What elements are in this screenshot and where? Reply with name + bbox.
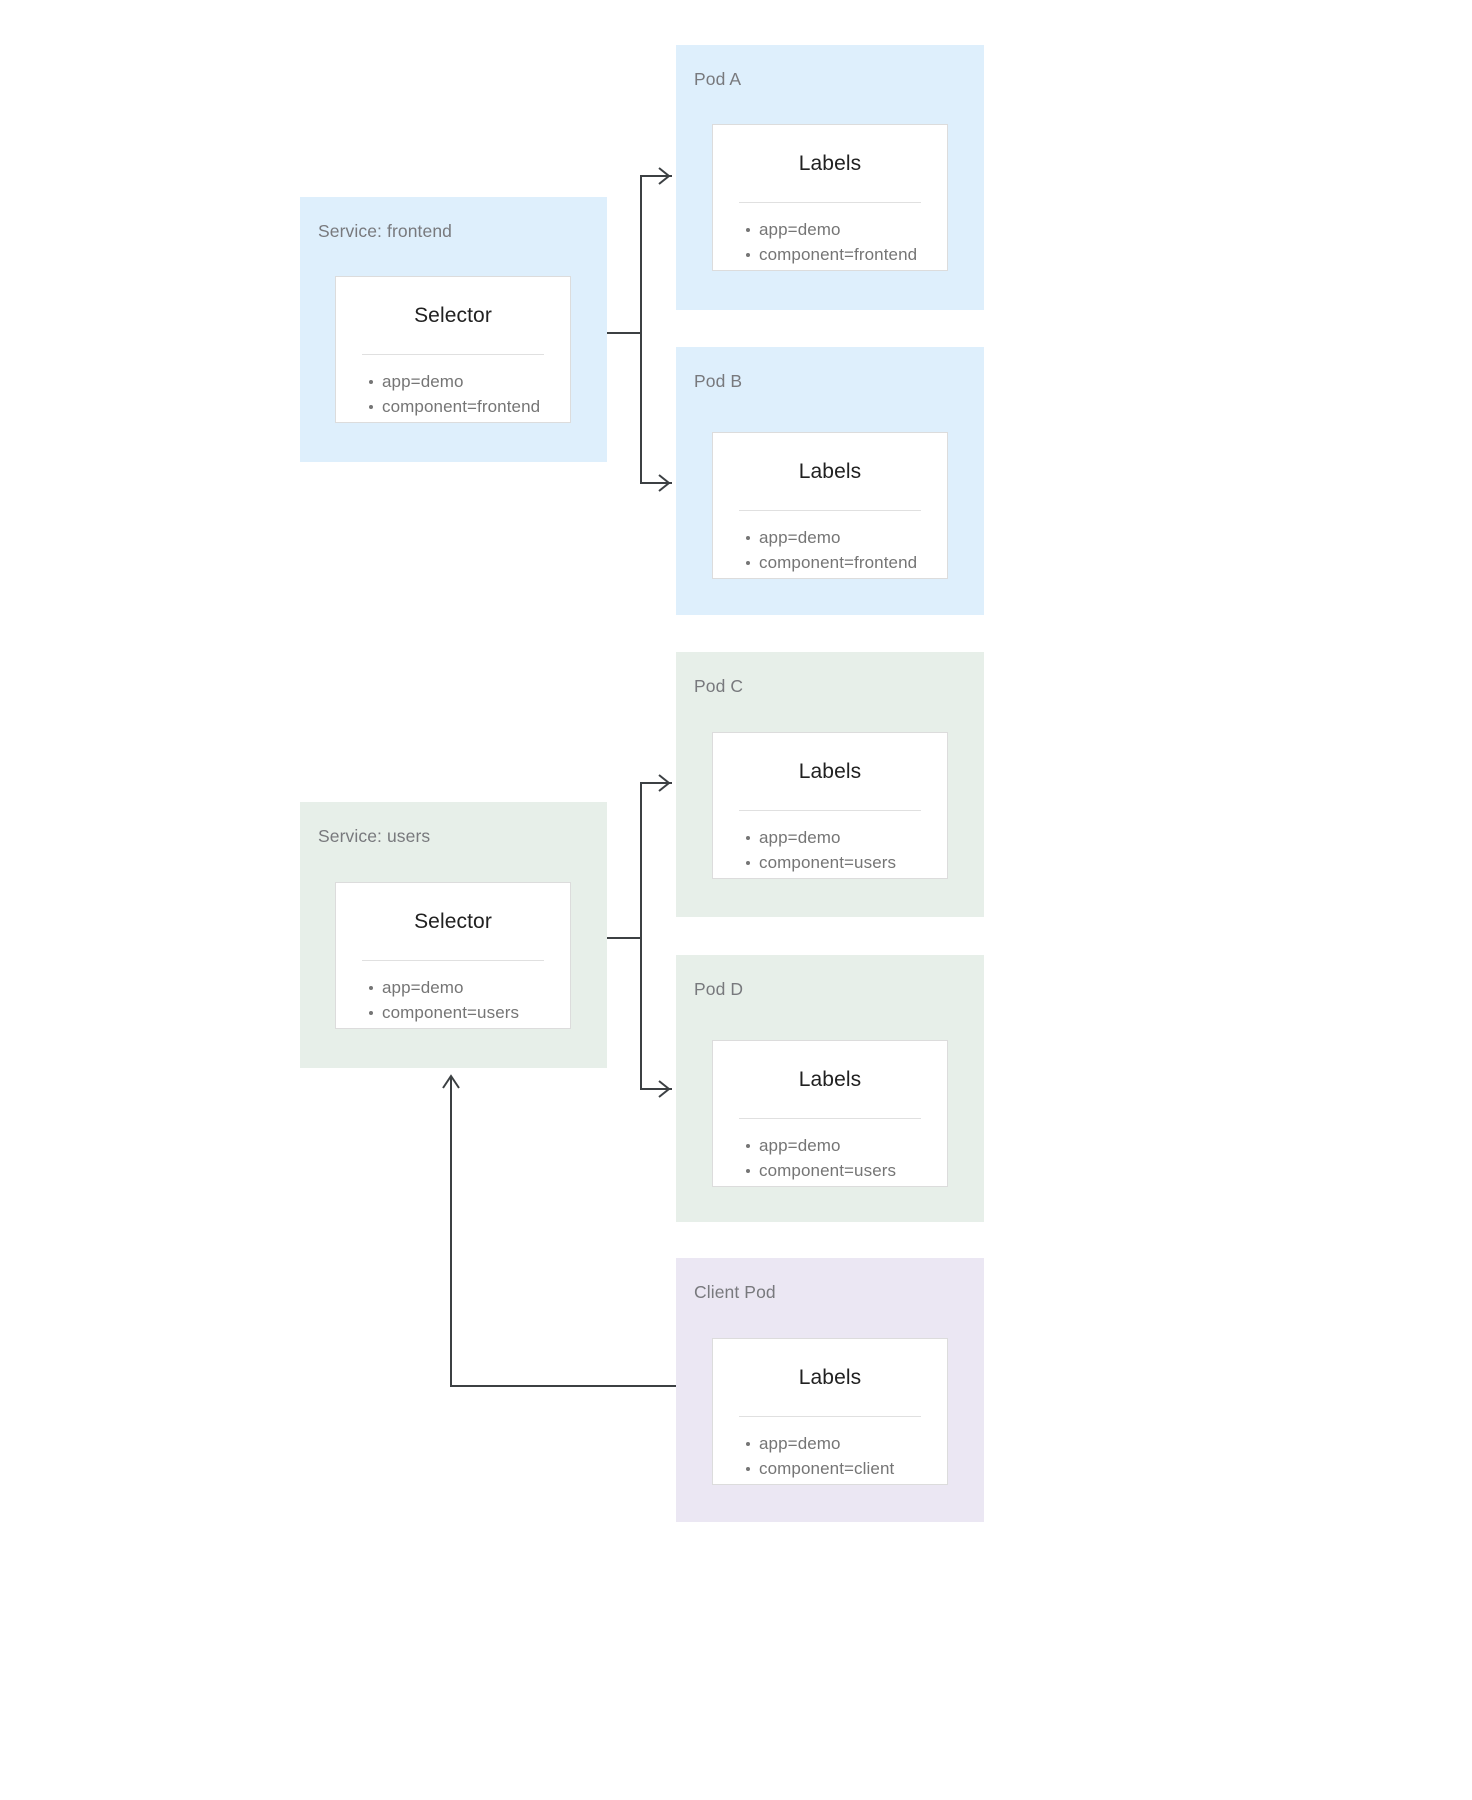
connector-frontend-to-pods [607,167,672,492]
card-divider [739,510,921,511]
list-item: app=demo [746,1431,947,1456]
selector-card-title: Selector [414,910,492,933]
labels-card-title: Labels [798,1366,862,1389]
card-divider [739,1416,921,1417]
pod-a-labels-card[interactable]: Labels app=demo component=frontend [712,124,948,271]
labels-card-title: Labels [798,460,862,483]
service-frontend-selector-card[interactable]: Selector app=demo component=frontend [335,276,571,423]
labels-card-title: Labels [798,760,862,783]
client-pod-labels-card[interactable]: Labels app=demo component=client [712,1338,948,1485]
pod-a-group[interactable]: Pod A Labels app=demo component=frontend [676,45,984,310]
list-item: app=demo [746,825,947,850]
list-item: component=users [369,1000,570,1025]
pod-d-label: Pod D [694,979,744,999]
pod-b-group[interactable]: Pod B Labels app=demo component=frontend [676,347,984,615]
list-item: app=demo [746,1133,947,1158]
pod-a-label: Pod A [694,69,742,89]
labels-card-title: Labels [798,152,862,175]
list-item: component=frontend [746,242,947,267]
pod-label-list: app=demo component=frontend [713,203,947,267]
pod-label-list: app=demo component=users [713,1119,947,1183]
pod-d-group[interactable]: Pod D Labels app=demo component=users [676,955,984,1222]
list-item: component=client [746,1456,947,1481]
card-divider [362,960,544,961]
connector-users-to-pods [607,774,672,1098]
pod-label-list: app=demo component=frontend [713,511,947,575]
service-frontend-label: Service: frontend [318,221,452,241]
card-divider [739,202,921,203]
client-pod-group[interactable]: Client Pod Labels app=demo component=cli… [676,1258,984,1522]
pod-d-labels-card[interactable]: Labels app=demo component=users [712,1040,948,1187]
pod-c-group[interactable]: Pod C Labels app=demo component=users [676,652,984,917]
client-pod-label: Client Pod [694,1282,776,1302]
service-users-selector-card[interactable]: Selector app=demo component=users [335,882,571,1029]
pod-b-label: Pod B [694,371,743,391]
list-item: app=demo [746,525,947,550]
connector-client-to-users-service [442,1074,676,1387]
card-divider [739,810,921,811]
service-users-label: Service: users [318,826,431,846]
list-item: app=demo [369,369,570,394]
pod-label-list: app=demo component=users [713,811,947,875]
card-divider [739,1118,921,1119]
service-users-group[interactable]: Service: users Selector app=demo compone… [300,802,607,1068]
labels-card-title: Labels [798,1068,862,1091]
list-item: component=users [746,1158,947,1183]
service-frontend-group[interactable]: Service: frontend Selector app=demo comp… [300,197,607,462]
selector-label-list: app=demo component=frontend [336,355,570,419]
list-item: component=users [746,850,947,875]
list-item: component=frontend [369,394,570,419]
pod-c-label: Pod C [694,676,744,696]
selector-card-title: Selector [414,304,492,327]
list-item: app=demo [369,975,570,1000]
pod-b-labels-card[interactable]: Labels app=demo component=frontend [712,432,948,579]
selector-label-list: app=demo component=users [336,961,570,1025]
list-item: app=demo [746,217,947,242]
card-divider [362,354,544,355]
list-item: component=frontend [746,550,947,575]
pod-c-labels-card[interactable]: Labels app=demo component=users [712,732,948,879]
pod-label-list: app=demo component=client [713,1417,947,1481]
